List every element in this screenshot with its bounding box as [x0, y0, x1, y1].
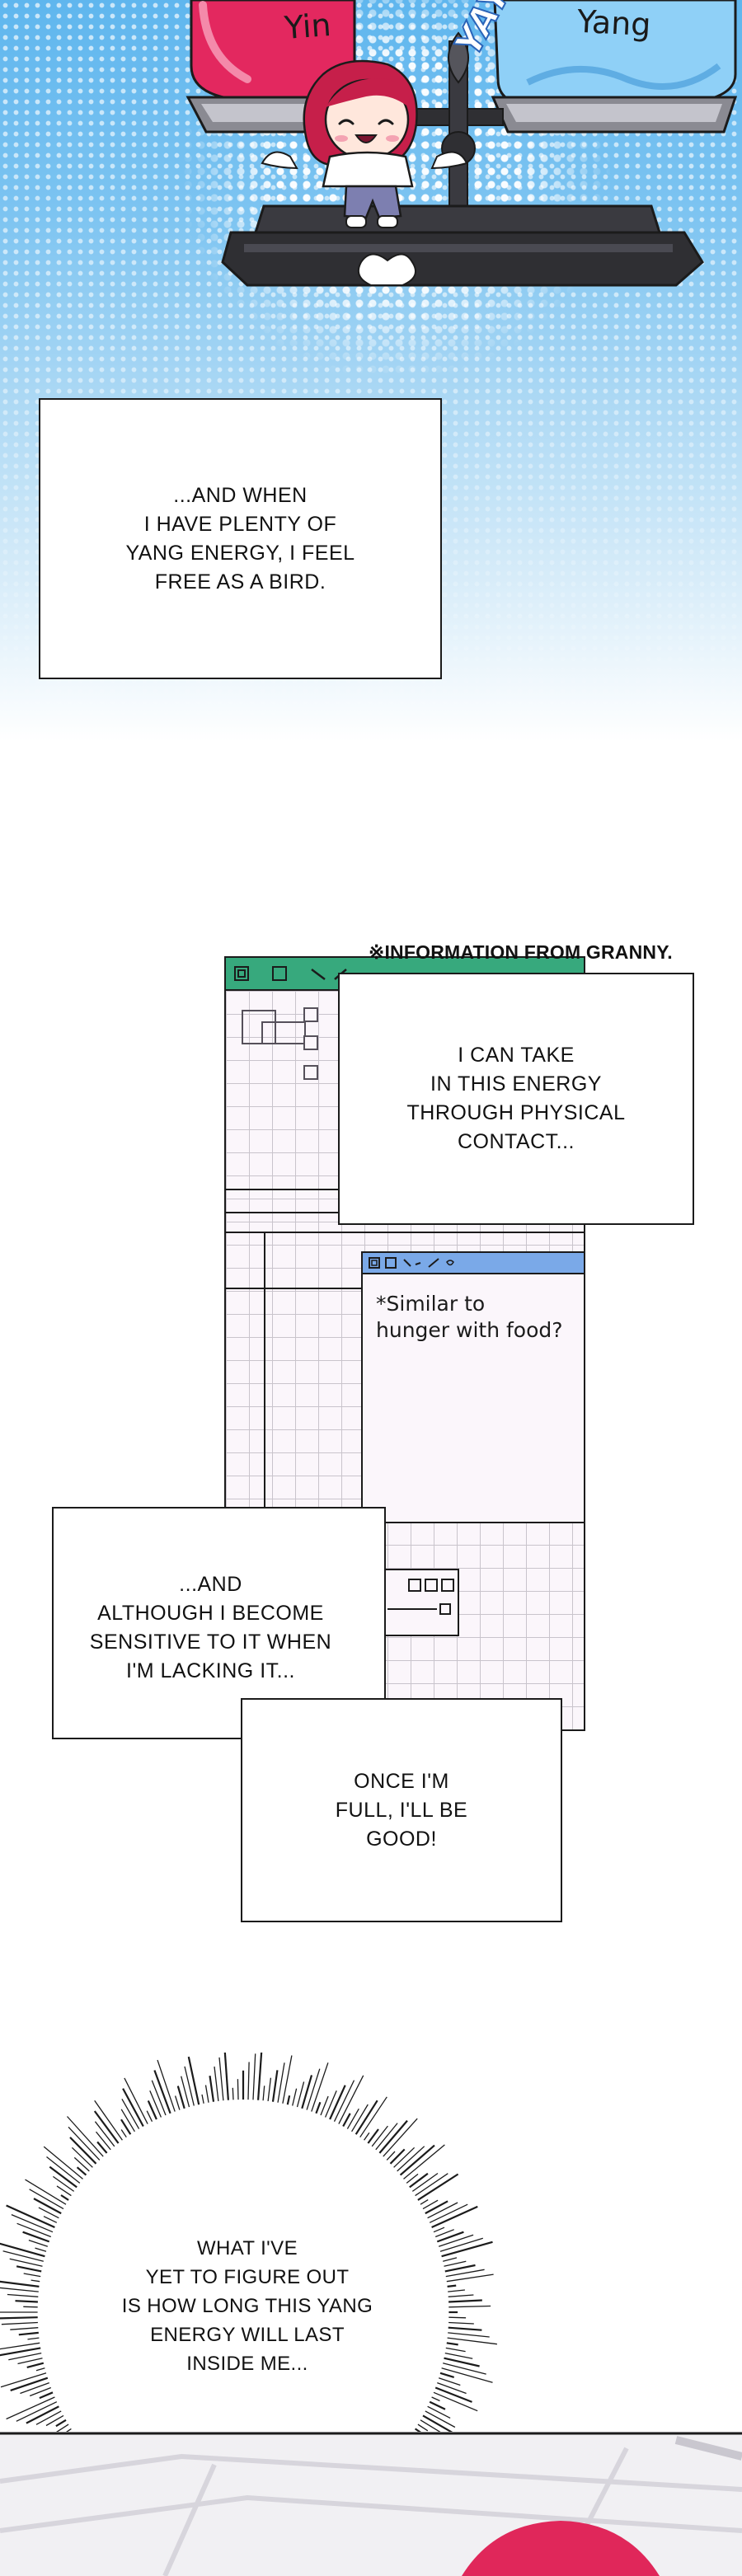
info-from-granny-note: ※INFORMATION FROM GRANNY.	[369, 941, 673, 963]
window-square-icon	[234, 966, 249, 981]
window-square-icon	[272, 966, 287, 981]
overlapping-squares-icon	[242, 1010, 306, 1044]
toolbar-icons	[369, 1257, 454, 1269]
note-window-text: *Similar to hunger with food?	[376, 1292, 563, 1342]
scale-base	[253, 204, 662, 234]
narration-text: ...AND ALTHOUGH I BECOME SENSITIVE TO IT…	[89, 1573, 332, 1682]
yang-label: Yang	[575, 2, 652, 44]
control-panel-icon	[383, 1569, 459, 1636]
narration-text: I CAN TAKE IN THIS ENERGY THROUGH PHYSIC…	[406, 1044, 626, 1153]
narration-text: ONCE I'M FULL, I'LL BE GOOD!	[335, 1769, 468, 1851]
thought-balloon-text: WHAT I'VE YET TO FIGURE OUT IS HOW LONG …	[121, 2237, 373, 2375]
next-panel-preview	[0, 2432, 742, 2576]
narration-box-plenty-yang: ...AND WHEN I HAVE PLENTY OF YANG ENERGY…	[39, 398, 442, 679]
character-hair-partial	[462, 2521, 660, 2576]
window-inner-square-icon	[237, 969, 246, 978]
yin-yang-scale-scene: Yin Yang YAY!	[0, 0, 742, 742]
note-window-title-bar	[363, 1253, 584, 1274]
yin-label: Yin	[283, 7, 332, 46]
balance-scale-illustration	[186, 0, 738, 287]
note-window: *Similar to hunger with food?	[361, 1251, 585, 1523]
narration-box-full: ONCE I'M FULL, I'LL BE GOOD!	[241, 1698, 562, 1922]
narration-box-physical-contact: I CAN TAKE IN THIS ENERGY THROUGH PHYSIC…	[338, 973, 694, 1225]
chibi-character	[261, 59, 468, 228]
room-background	[0, 2432, 742, 2576]
narration-text: ...AND WHEN I HAVE PLENTY OF YANG ENERGY…	[125, 483, 355, 594]
